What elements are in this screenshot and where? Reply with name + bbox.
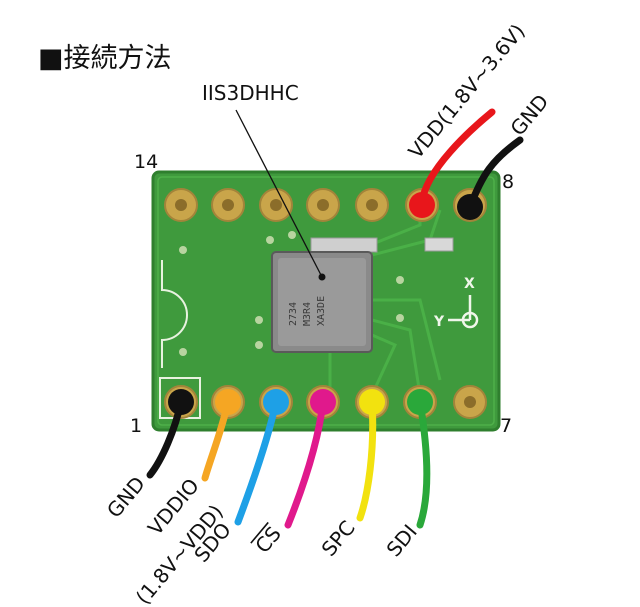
chip-marking-2: M3R4 xyxy=(302,302,313,326)
label-gnd-top: GND xyxy=(505,90,553,141)
pad-top-12 xyxy=(259,188,293,222)
pad-top-11 xyxy=(306,188,340,222)
axis-x-label: X xyxy=(464,276,475,292)
chip-leader-dot xyxy=(318,273,326,281)
solder-spc xyxy=(359,389,385,415)
resistor xyxy=(424,237,454,252)
diagram-title: ■接続方法 xyxy=(38,43,172,74)
chip-label: IIS3DHHC xyxy=(202,81,299,105)
label-cs: CS xyxy=(250,522,286,558)
silkscreen-outline xyxy=(161,260,188,368)
label-gnd-bottom: GND xyxy=(102,472,150,523)
pad-top-10 xyxy=(355,188,389,222)
pcb-inner-edge xyxy=(157,176,495,426)
pin-number-1: 1 xyxy=(130,415,142,437)
chip-marking-3: XA3DE xyxy=(316,296,327,326)
capacitor xyxy=(310,237,378,253)
solder-gnd_top xyxy=(457,194,483,220)
label-sdi: SDI xyxy=(382,520,422,561)
pin-number-7: 7 xyxy=(500,415,512,437)
chip-marking-1: 2734 xyxy=(288,302,299,326)
solder-vdd xyxy=(409,192,435,218)
wires xyxy=(146,108,524,529)
solder-cs xyxy=(310,389,336,415)
wire-sdo xyxy=(234,398,280,526)
vias xyxy=(179,231,404,356)
wire-vdd xyxy=(418,108,496,206)
chip-top xyxy=(278,258,366,346)
pad-bottom-7 xyxy=(453,385,487,419)
chip-leader-line xyxy=(235,109,323,278)
axis-y-label: Y xyxy=(433,314,445,330)
pin-number-14: 14 xyxy=(134,151,158,173)
wire-spc xyxy=(356,398,377,522)
pad-top-13 xyxy=(211,188,245,222)
label-cs-group: CS xyxy=(250,522,286,558)
solder-sdo xyxy=(263,389,289,415)
pad-top-14 xyxy=(164,188,198,222)
solder-vddio xyxy=(215,389,241,415)
wire-sdi xyxy=(416,398,431,529)
label-vdd: VDD(1.8V~3.6V) xyxy=(403,19,529,163)
wire-cs xyxy=(284,398,327,529)
label-spc: SPC xyxy=(317,516,360,561)
solder-sdi xyxy=(407,389,433,415)
solder-gnd_bottom xyxy=(168,389,194,415)
pin-number-8: 8 xyxy=(502,171,514,193)
axis-z-symbol xyxy=(461,311,479,329)
cs-overbar xyxy=(250,521,269,544)
